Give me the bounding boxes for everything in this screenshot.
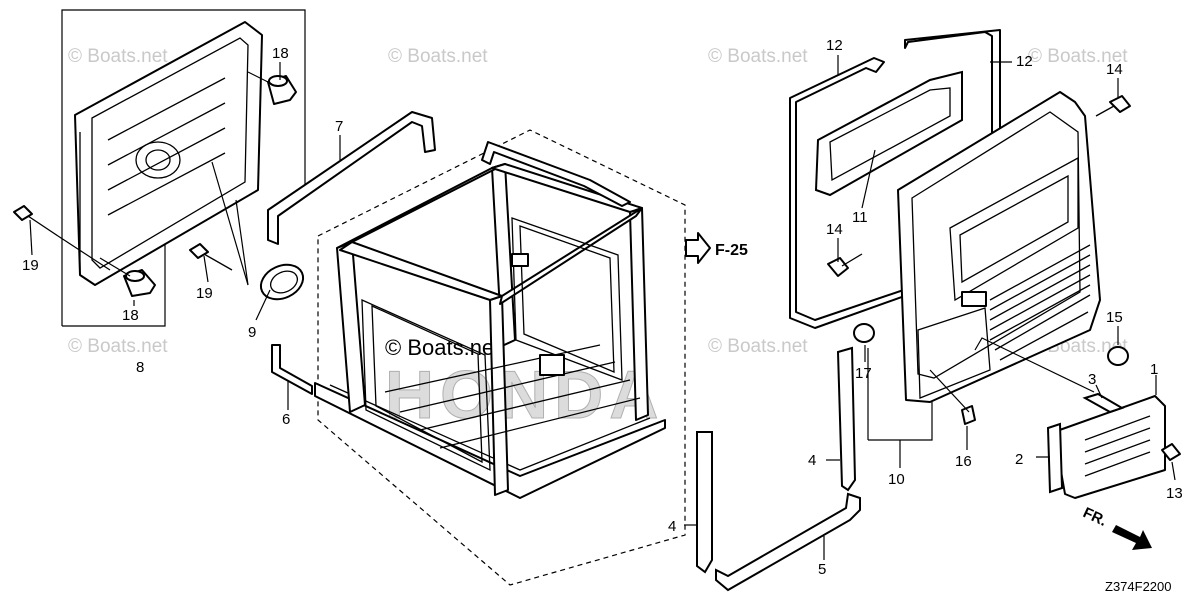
frame-group [314,129,686,586]
leader-lines [29,55,1176,560]
callout-number: 11 [852,209,868,226]
frame-handle [481,141,631,207]
brand-watermark: HONDA [385,357,664,433]
foam-strip [715,492,861,592]
frame-side-opening [519,225,615,373]
grommet [259,263,305,301]
callout-number: 9 [248,324,256,341]
watermark: © Boats.net [68,336,168,357]
callout-number: 12 [826,37,843,54]
callout-number: 14 [1106,61,1123,78]
front-panel-louvers [989,244,1091,361]
front-direction-arrow: FR. [1080,504,1152,550]
callout-number: 18 [122,307,139,324]
frame-post [336,241,366,413]
leader-line [211,161,249,286]
callout-number: 7 [335,118,343,135]
callout-number: 4 [668,518,676,535]
bottom-cover-group [13,9,306,327]
front-direction-label: FR. [1080,504,1109,530]
diagram-code: Z374F2200 [1105,579,1172,594]
foam-strip [836,346,857,492]
watermark: © Boats.net [68,46,168,67]
fastener [1161,443,1181,461]
fastener [827,253,863,277]
grommet-small [1107,346,1129,366]
collar [125,270,145,282]
frame-rail [499,207,643,305]
frame-side-opening [371,304,483,464]
frame-pipe [267,111,436,245]
watermark: © Boats.net [1028,46,1128,67]
callout-number: 10 [888,471,905,488]
bottom-cover-inner [91,37,249,269]
callout-number: 19 [22,257,39,274]
group-bracket [62,232,166,327]
watermark: © Boats.net [388,46,488,67]
side-cover [1046,392,1166,499]
frame-rail [339,241,503,301]
callout-number: 13 [1166,485,1183,502]
reference-label: F-25 [715,242,748,259]
bottom-cover-boss [135,141,181,179]
callout-number: 17 [855,365,872,382]
callout-number: 15 [1106,309,1123,326]
frame-clip [511,253,529,267]
frame-side-opening [361,298,491,472]
front-panel-switch [961,291,987,307]
frame-base-inner [329,384,651,471]
center-watermark: © Boats.net [385,335,500,360]
leader-line [235,199,249,286]
bottom-cover-edge [79,34,263,275]
clip-nut [961,405,976,425]
callout-number: 16 [955,453,972,470]
leader-line [247,71,273,85]
callout-number: 1 [1150,361,1158,378]
leader-line [99,257,131,277]
front-panel [897,91,1101,403]
frame-slats [384,344,641,449]
foam-strip [696,431,713,574]
callout-number: 14 [826,221,843,238]
frame-boundary [317,129,686,586]
fastener [1095,95,1131,117]
callout-labels: 1 2 3 4 4 5 6 7 8 9 10 11 12 12 13 14 14… [22,37,1183,578]
front-panel-recess [917,307,991,399]
frame-rail [336,163,506,249]
front-arrow-icon [1112,525,1152,550]
callout-number: 2 [1015,451,1023,468]
collar [268,75,288,87]
callout-number: 5 [818,561,826,578]
watermark-layer: © Boats.net © Boats.net © Boats.net © Bo… [68,46,1128,434]
watermark: © Boats.net [708,336,808,357]
callout-number: 3 [1088,371,1096,388]
reference-arrow: F-25 [685,232,748,264]
side-cover-louvers [1084,415,1151,477]
callout-number: 12 [1016,53,1033,70]
frame-mount [539,354,565,376]
small-pipe [271,344,313,395]
group-bracket [61,9,306,326]
bottom-cover-boss [145,149,171,171]
bottom-cover-ribs [107,77,226,216]
frame-base [314,382,666,499]
callout-number: 8 [136,359,144,376]
callout-number: 6 [282,411,290,428]
callout-number: 18 [272,45,289,62]
watermark: © Boats.net [708,46,808,67]
callout-number: 19 [196,285,213,302]
bolt [13,205,111,271]
bolt [189,243,233,271]
callout-number: 4 [808,452,816,469]
frame-side-opening [511,217,623,381]
grommet-small [853,323,875,343]
